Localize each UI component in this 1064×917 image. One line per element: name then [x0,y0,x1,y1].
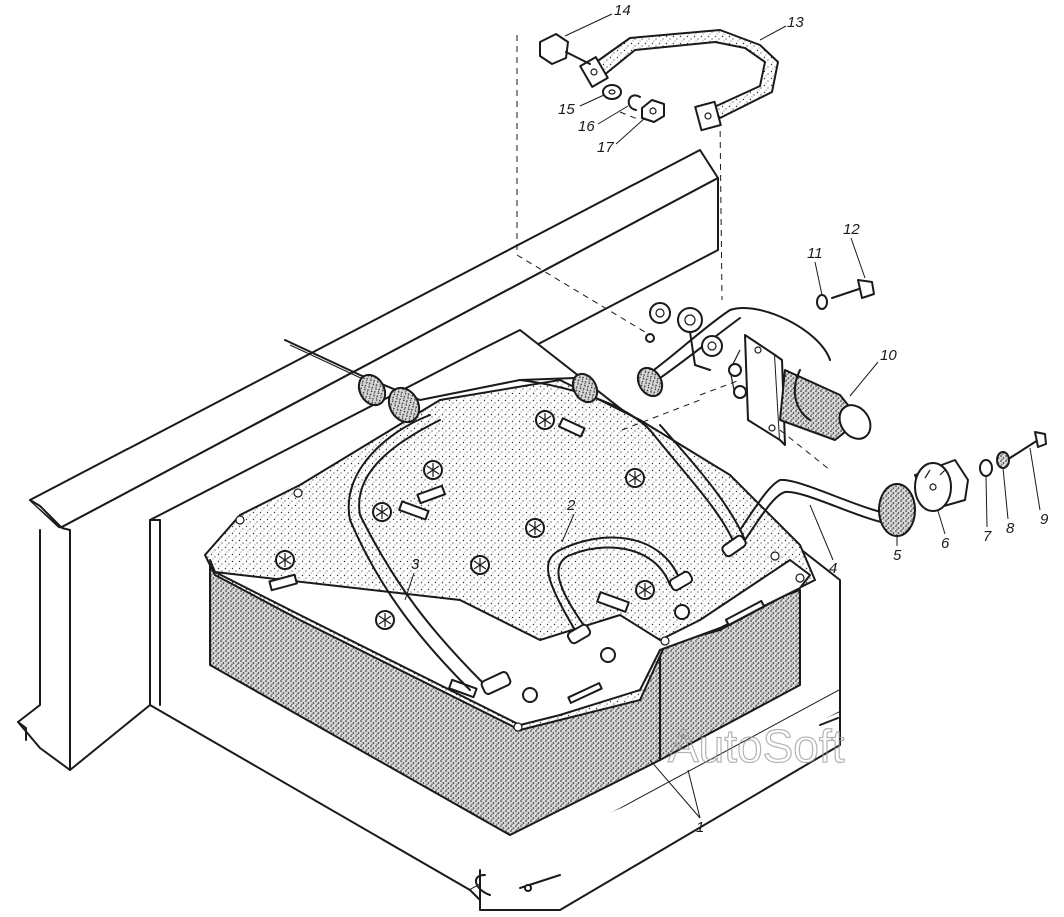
cell-connectors [268,417,766,704]
mounting-holes [235,488,805,732]
callout-2: 2 [566,497,576,514]
battery-terminals [480,534,747,703]
callout-4: 4 [829,560,837,577]
callout-16: 16 [578,118,595,135]
item-13-ground-strap [579,29,779,132]
item-6-socket [914,459,969,512]
item-12-bolt [831,279,875,299]
callout-14: 14 [614,2,631,19]
callout-15: 15 [558,101,575,118]
callout-9: 9 [1040,511,1049,528]
item-16-spring-washer [627,94,641,111]
callout-8: 8 [1006,520,1015,537]
callout-17: 17 [597,139,614,156]
item-11-washer [816,294,828,310]
callout-6: 6 [941,535,950,552]
frame-rail [17,149,719,771]
item-8-spring-washer [996,451,1010,469]
item-7-washer [979,459,993,477]
cell-caps [275,410,655,630]
callouts: 1 2 3 4 5 6 7 8 9 10 11 12 13 [404,2,1049,836]
callout-3: 3 [411,556,420,573]
cable-grommets [357,366,664,424]
callout-12: 12 [843,221,860,238]
item-9-bolt [1009,431,1047,459]
item-14-bolt [539,33,591,65]
callout-11: 11 [807,245,823,262]
item-5-grommet [878,483,916,537]
callout-7: 7 [983,528,992,545]
switch-terminal-lugs [645,302,723,371]
watermark-text: AutoSoft [668,720,845,772]
item-17-nut [641,99,665,123]
battery-cables [284,307,896,691]
item-15-washer [602,84,622,100]
assembly-guide-lines [516,35,831,471]
callout-1: 1 [696,819,704,836]
callout-10: 10 [880,347,897,364]
callout-5: 5 [893,547,902,564]
mass-switch [728,334,872,446]
callout-13: 13 [787,14,804,31]
